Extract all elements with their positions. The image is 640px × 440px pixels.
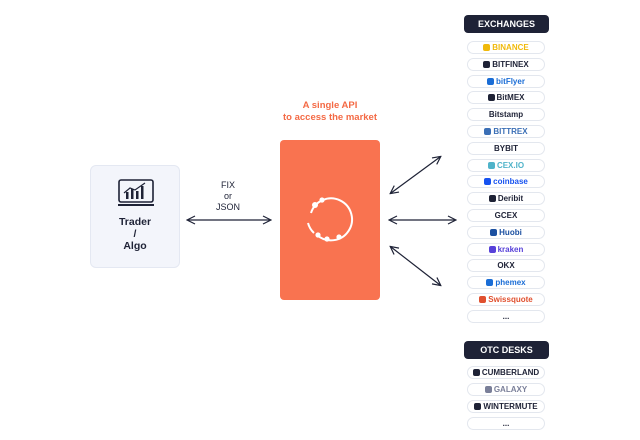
exchange-name: BYBIT — [494, 143, 518, 153]
exchange-name: BITFINEX — [492, 59, 529, 69]
exchange-name: CEX.IO — [496, 160, 525, 170]
exchange-name: Huobi — [499, 227, 522, 237]
exchange-name: OKX — [497, 261, 515, 271]
cexio-icon — [487, 161, 495, 169]
exchange-pill: CEX.IO — [467, 158, 545, 172]
exchange-name: ... — [502, 311, 510, 321]
otc-desk-name: ... — [502, 419, 510, 428]
api-logo-icon — [307, 197, 354, 242]
protocol-line3: JSON — [215, 202, 240, 212]
protocol-line1: FIX — [220, 180, 235, 190]
exchange-name: BitMEX — [496, 93, 525, 103]
exchange-name: kraken — [497, 244, 524, 254]
api-title-line2: to access the market — [283, 112, 377, 123]
exchange-pill: Swissquote — [467, 293, 545, 306]
huobi-flame-icon — [490, 228, 498, 236]
bitfinex-leaf-icon — [483, 60, 491, 68]
exchange-pill: ... — [467, 309, 545, 323]
exchange-pill: phemex — [467, 276, 545, 290]
protocol-label: FIX or JSON — [205, 180, 251, 213]
binance-icon — [483, 44, 491, 51]
exchange-name: GCEX — [494, 211, 518, 220]
api-title-line1: A single API — [302, 100, 358, 111]
deribit-icon — [488, 195, 496, 203]
otc-desk-pill: WINTERMUTE — [467, 400, 545, 413]
exchange-name: Deribit — [497, 194, 524, 204]
exchange-pill: BITTREX — [467, 125, 545, 138]
trader-label: Trader / Algo — [91, 216, 179, 252]
exchange-pill: Bitstamp — [467, 108, 545, 122]
exchange-name: BITTREX — [493, 127, 528, 136]
exchange-pill: BINANCE — [467, 41, 545, 54]
exchange-pill: kraken — [467, 242, 545, 256]
exchange-pill: bitFlyer — [467, 74, 545, 88]
cumberland-icon — [472, 369, 480, 376]
exchange-pill: OKX — [467, 259, 545, 273]
trader-label-line1: Trader — [118, 216, 152, 228]
api-title: A single API to access the market — [270, 100, 390, 124]
bitflyer-icon — [487, 77, 495, 85]
galaxy-icon — [484, 386, 492, 393]
otc-desk-pill: CUMBERLAND — [467, 366, 545, 379]
exchange-pill: BITFINEX — [467, 57, 545, 71]
otc-desk-name: WINTERMUTE — [483, 402, 538, 411]
bittrex-icon — [484, 128, 492, 135]
exchange-name: phemex — [495, 278, 526, 288]
api-exchanges-arrow-down — [391, 247, 440, 285]
api-exchanges-arrow-up — [391, 157, 440, 193]
exchange-name: bitFlyer — [496, 76, 525, 86]
otc-desk-name: GALAXY — [493, 385, 528, 394]
trader-algo-box: Trader / Algo — [90, 165, 180, 268]
exchanges-header: EXCHANGES — [464, 15, 549, 33]
otc-desk-pill: GALAXY — [467, 383, 545, 396]
protocol-line2: or — [223, 191, 232, 201]
exchange-name: coinbase — [493, 177, 528, 187]
otc-desk-pill: ... — [467, 417, 545, 430]
exchange-pill: Huobi — [467, 225, 545, 239]
trading-chart-icon — [118, 179, 154, 206]
kraken-icon — [488, 245, 496, 253]
phemex-icon — [486, 279, 494, 287]
exchange-pill: coinbase — [467, 175, 545, 189]
api-box — [280, 140, 380, 300]
trader-label-line2: / — [133, 228, 137, 240]
exchange-name: Swissquote — [488, 295, 533, 304]
exchange-name: BINANCE — [492, 43, 529, 52]
exchange-name: Bitstamp — [488, 110, 524, 120]
exchange-pill: BitMEX — [467, 91, 545, 105]
trader-label-line3: Algo — [123, 240, 147, 252]
bitmex-icon — [487, 94, 495, 102]
coinbase-icon — [484, 178, 492, 186]
wintermute-icon — [474, 403, 482, 410]
exchange-pill: GCEX — [467, 209, 545, 222]
otc-desk-name: CUMBERLAND — [481, 368, 540, 377]
otc-desks-header: OTC DESKS — [464, 341, 549, 359]
swissquote-icon — [479, 296, 487, 303]
exchange-pill: Deribit — [467, 192, 545, 206]
exchange-pill: BYBIT — [467, 141, 545, 155]
